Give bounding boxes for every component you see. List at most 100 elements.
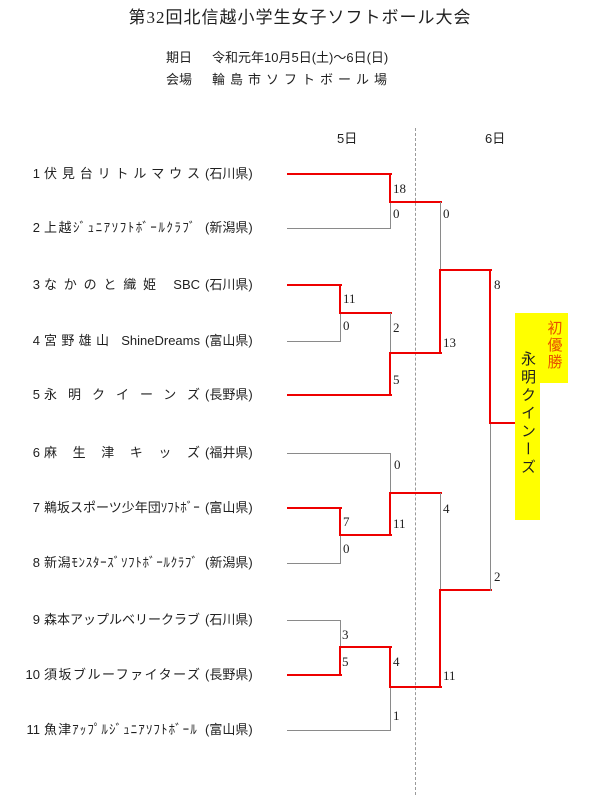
bracket-line-winner-path [390,352,442,354]
bracket-line [490,423,491,591]
team-seed: 8 [32,555,40,570]
bracket-line [390,453,391,494]
bracket-line [340,620,341,648]
bracket-line-winner-path [439,589,441,688]
team-prefecture: (福井県) [205,445,253,460]
match-score: 8 [494,277,501,292]
date-value: 令和元年10月5日(土)～6日(日) [212,50,389,65]
team-name: 麻生津キッズ [44,445,200,460]
team-name: 宮野雄山 ShineDreams [44,333,200,348]
bracket-line-winner-path [339,284,341,314]
bracket-line-winner-path [287,674,342,676]
match-score: 5 [342,654,349,669]
team-seed: 10 [25,667,40,682]
team-prefecture: (石川県) [205,612,253,627]
match-score: 11 [393,516,406,531]
match-score: 11 [343,291,356,306]
champion-name-box: 永明クインーズ [515,313,540,520]
bracket-line-winner-path [440,589,492,591]
bracket-line [287,228,391,229]
champion-label: 初優勝 [545,320,563,371]
venue-value: 輪島市ソフトボール場 [212,72,393,87]
match-score: 0 [343,541,350,556]
match-score: 2 [494,569,501,584]
bracket-line-winner-path [287,394,392,396]
match-score: 2 [393,320,400,335]
team-seed: 7 [32,500,40,515]
bracket-line-winner-path [390,686,442,688]
team-name: 伏見台リトルマウス [44,166,200,181]
team-seed: 2 [32,220,40,235]
team-prefecture: (富山県) [205,500,253,515]
champion-label-box: 初優勝 [540,313,568,383]
team-name: 鵜坂スポーツ少年団ｿﾌﾄﾎﾞｰﾙ部 [44,500,200,515]
bracket-line [390,687,391,731]
team-row: 7 鵜坂スポーツ少年団ｿﾌﾄﾎﾞｰﾙ部 (富山県) [18,499,271,517]
day2-header: 6日 [485,131,506,146]
event-venue-row: 会場 輪島市ソフトボール場 [166,72,392,87]
team-name: なかのと織姫 SBC [44,277,200,292]
team-seed: 9 [32,612,40,627]
match-score: 0 [443,206,450,221]
team-prefecture: (長野県) [205,387,253,402]
bracket-line-winner-path [340,646,392,648]
page-title: 第32回北信越小学生女子ソフトボール大会 [128,8,472,27]
match-score: 18 [393,181,406,196]
match-score: 0 [394,457,401,472]
match-score: 3 [342,627,349,642]
match-score: 11 [443,668,456,683]
bracket-line-winner-path [287,507,342,509]
bracket-line [440,202,441,271]
bracket-line-winner-path [339,646,341,676]
team-seed: 3 [32,277,40,292]
venue-label: 会場 [166,72,193,87]
team-seed: 4 [32,333,40,348]
bracket-line-winner-path [389,352,391,396]
team-seed: 6 [32,445,40,460]
bracket-line [340,313,341,342]
day1-header: 5日 [337,131,358,146]
bracket-line [440,493,441,591]
team-prefecture: (富山県) [205,722,253,737]
bracket-line-winner-path [490,422,517,424]
bracket-line [390,313,391,354]
team-name: 須坂ブルーファイターズ [44,667,200,682]
bracket-line-winner-path [340,312,392,314]
bracket-line-winner-path [390,492,442,494]
match-score: 0 [343,318,350,333]
team-name: 魚津ｱｯﾌﾟﾙｼﾞｭﾆｱｿﾌﾄﾎﾞｰﾙ [44,722,198,737]
event-date-row: 期日 令和元年10月5日(土)～6日(日) [166,50,388,65]
team-prefecture: (石川県) [205,166,253,181]
team-seed: 5 [32,387,40,402]
team-prefecture: (新潟県) [205,555,253,570]
bracket-line [390,202,391,229]
bracket-line [287,620,341,621]
match-score: 4 [443,501,450,516]
team-prefecture: (富山県) [205,333,253,348]
team-prefecture: (新潟県) [205,220,253,235]
match-score: 13 [443,335,456,350]
date-label: 期日 [166,50,193,65]
bracket-line-winner-path [340,534,392,536]
bracket-line-winner-path [287,284,342,286]
team-seed: 1 [32,166,40,181]
bracket-line-winner-path [339,507,341,536]
bracket-line-winner-path [389,646,391,688]
bracket-line-winner-path [287,173,392,175]
bracket-line [287,563,341,564]
bracket-line [287,453,391,454]
team-row: 3 なかのと織姫 SBC (石川県) [18,276,271,294]
team-prefecture: (石川県) [205,277,253,292]
bracket-line-winner-path [440,269,492,271]
champion-name: 永明クインーズ [519,351,536,477]
bracket-line [340,535,341,564]
match-score: 7 [343,514,350,529]
bracket-line-winner-path [439,269,441,354]
bracket-line [287,341,341,342]
match-score: 1 [393,708,400,723]
bracket-line-winner-path [389,173,391,203]
